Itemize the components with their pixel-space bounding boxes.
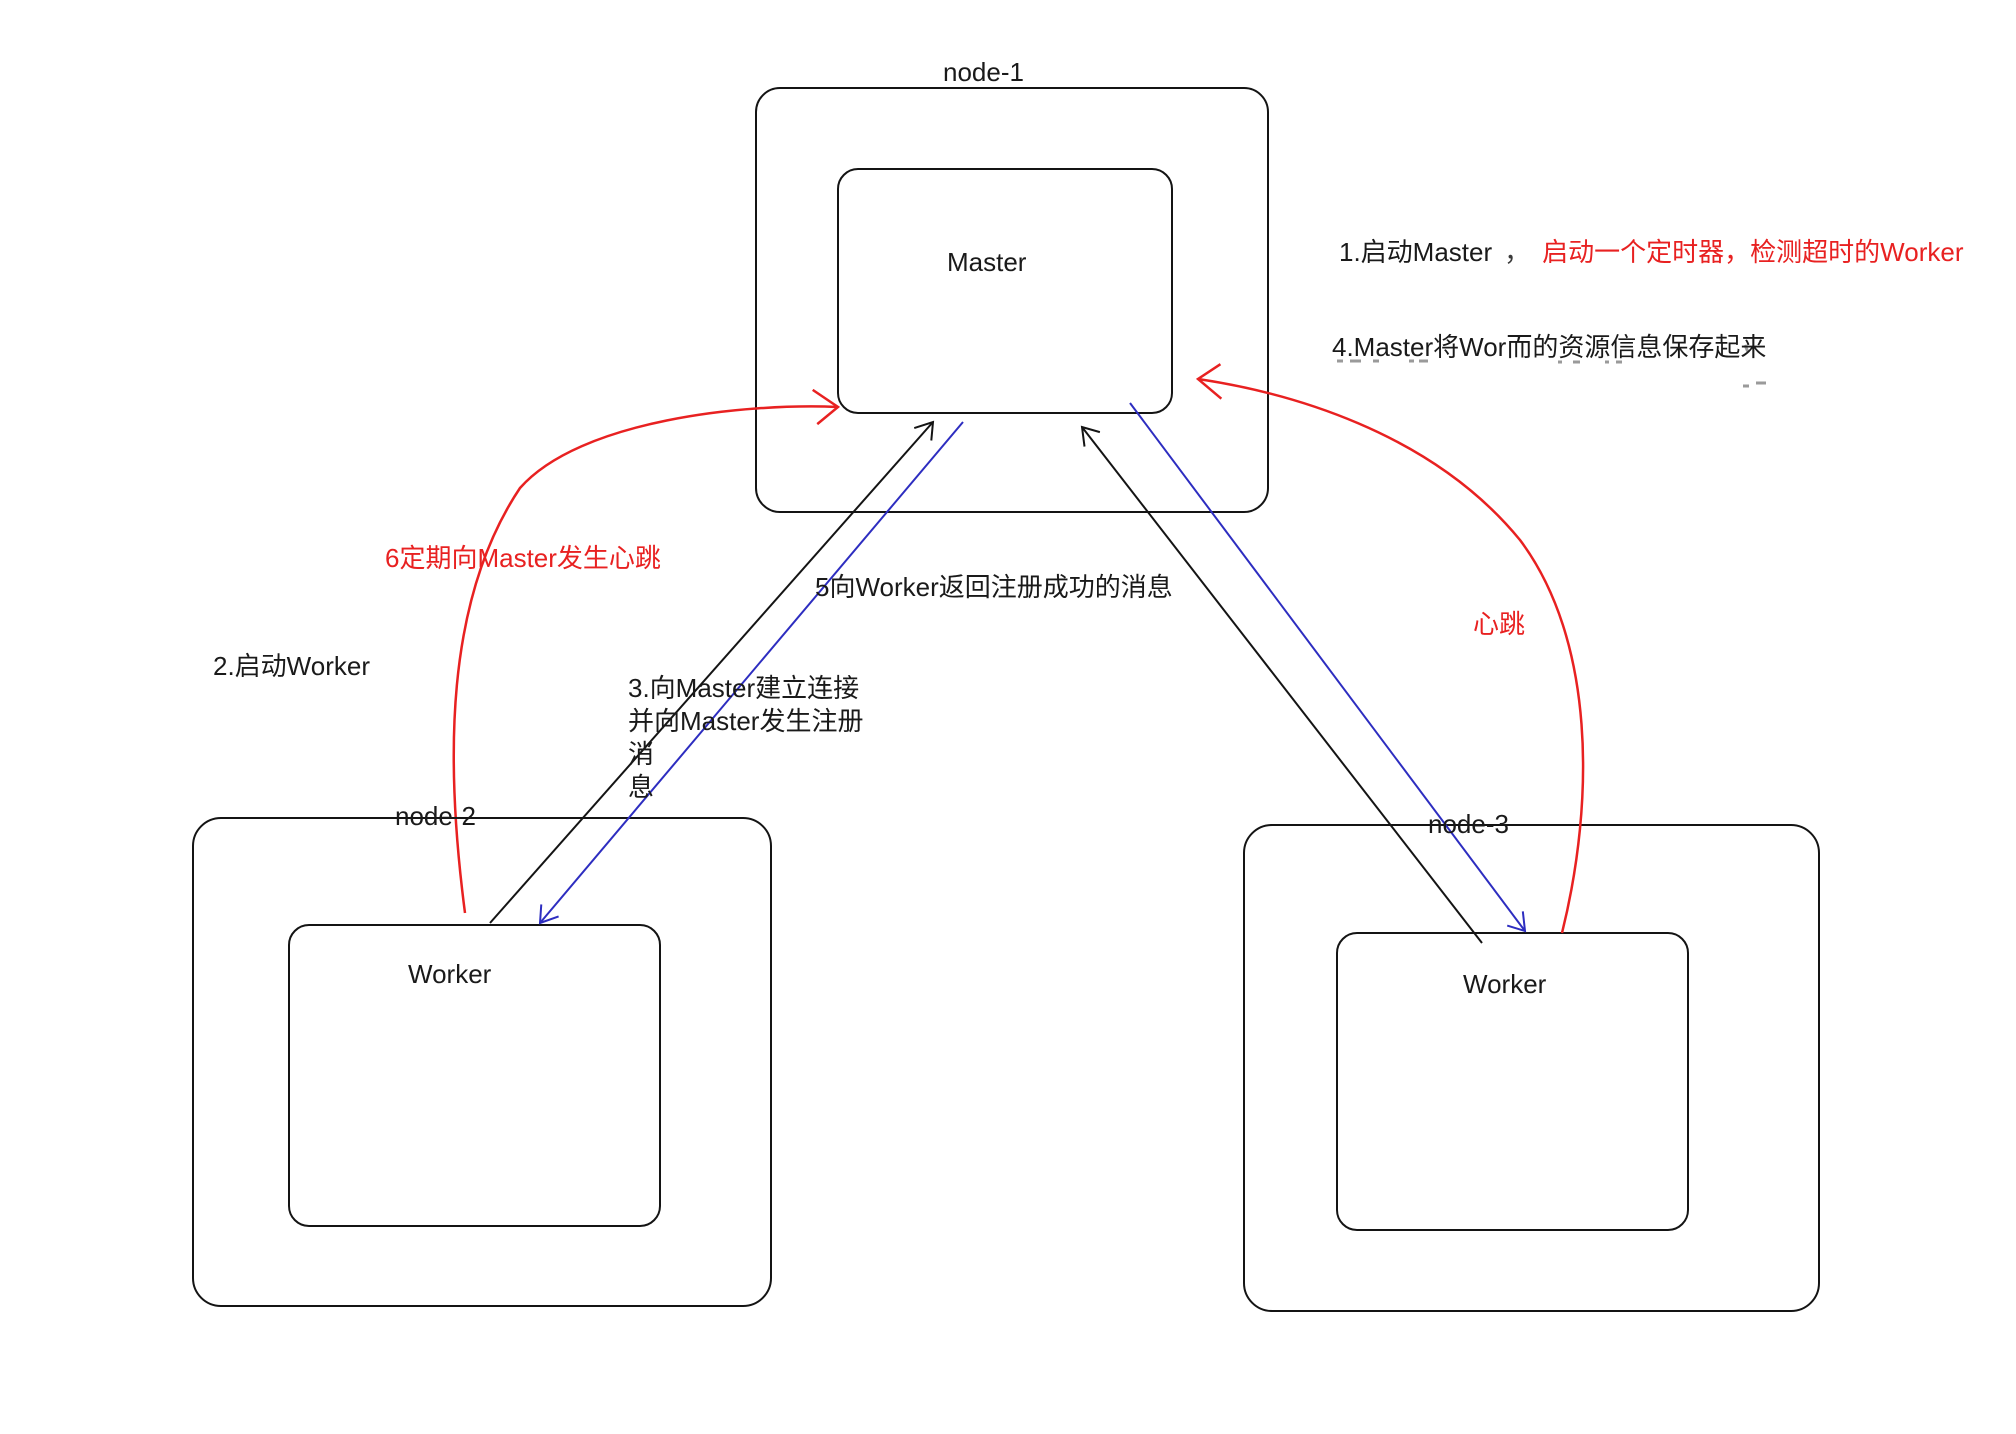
- node3-box: [1243, 824, 1820, 1312]
- erased-text-remnant: [1337, 344, 1766, 388]
- annotation-step6: 6定期向Master发生心跳: [385, 543, 661, 573]
- annotation-step2: 2.启动Worker: [213, 651, 370, 681]
- annotation-step1-red: 启动一个定时器，检测超时的Worker: [1542, 237, 1964, 267]
- node1-title: node-1: [943, 57, 1024, 87]
- arrow-step3-register: [489, 420, 935, 924]
- arrow-step5-register-success: [538, 421, 964, 925]
- annotation-step4: 4.Master将Wor而的资源信息保存起来: [1332, 332, 1767, 362]
- annotation-step3-line1: 3.向Master建立连接: [628, 673, 860, 703]
- annotation-step3-line2: 并向Master发生注册消: [628, 706, 864, 769]
- annotation-step1-comma: ，: [1504, 237, 1531, 267]
- arrow-step6-heartbeat: [452, 388, 841, 914]
- annotation-heartbeat: 心跳: [1473, 609, 1526, 639]
- annotation-step3: 3.向Master建立连接 并向Master发生注册消 息: [628, 672, 888, 804]
- master-label: Master: [947, 247, 1027, 277]
- worker3-label: Worker: [1463, 969, 1547, 999]
- node2-title: node-2: [395, 801, 476, 831]
- annotation-step1-black: 1.启动Master: [1339, 237, 1493, 267]
- master-box: [837, 168, 1173, 414]
- node1-box: [755, 87, 1269, 513]
- node3-title: node-3: [1428, 809, 1509, 839]
- annotation-step5: 5向Worker返回注册成功的消息: [815, 572, 1173, 602]
- node2-box: [192, 817, 772, 1307]
- worker2-box: [288, 924, 661, 1227]
- annotation-step3-line3: 息: [628, 772, 655, 802]
- worker3-box: [1336, 932, 1689, 1231]
- arrow-master-to-worker3: [1129, 402, 1527, 933]
- worker2-label: Worker: [408, 959, 492, 989]
- arrow-heartbeat-right: [1195, 363, 1585, 934]
- arrow-worker3-to-master: [1080, 425, 1483, 944]
- annotation-step1: 1.启动Master ， 启动一个定时器，检测超时的Worker: [1339, 236, 1963, 268]
